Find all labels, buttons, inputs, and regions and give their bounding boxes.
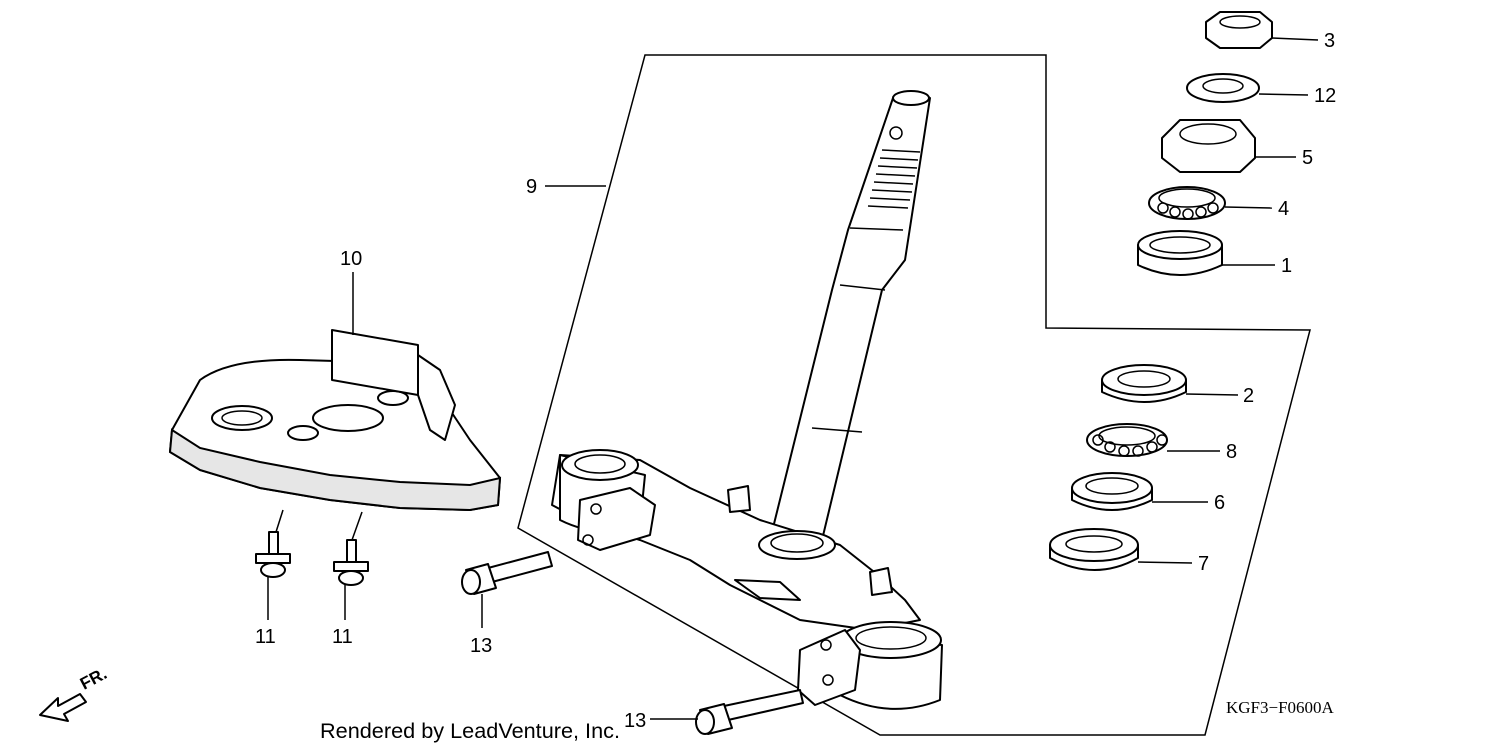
- front-direction-indicator: FR.: [39, 664, 110, 722]
- direction-label: FR.: [77, 664, 110, 694]
- pinch-bolt-upper[interactable]: [461, 551, 553, 595]
- callout-7: 7: [1198, 553, 1209, 575]
- upper-race-part[interactable]: [1137, 230, 1223, 276]
- dust-seal-part[interactable]: [1049, 528, 1139, 571]
- callout-4: 4: [1278, 198, 1289, 220]
- callout-3: 3: [1324, 30, 1335, 52]
- cover-screw-left[interactable]: [255, 531, 291, 578]
- callout-13-upper: 13: [470, 635, 492, 657]
- upper-bearing-part[interactable]: [1148, 186, 1226, 220]
- callout-1: 1: [1281, 255, 1292, 277]
- lock-washer-part[interactable]: [1186, 73, 1260, 103]
- callout-11-left: 11: [255, 626, 276, 648]
- callout-12: 12: [1314, 85, 1336, 107]
- callout-9: 9: [526, 176, 537, 198]
- assembly-frame: [517, 54, 1311, 736]
- callout-13-lower: 13: [624, 710, 646, 732]
- lower-outer-race-part[interactable]: [1101, 364, 1187, 403]
- callout-6: 6: [1214, 492, 1225, 514]
- callout-5: 5: [1302, 147, 1313, 169]
- adjusting-nut-part[interactable]: [1161, 119, 1256, 173]
- steering-stem-part[interactable]: [551, 90, 943, 710]
- lower-inner-race-part[interactable]: [1071, 472, 1153, 511]
- cover-screw-right[interactable]: [333, 539, 369, 586]
- lock-nut-part[interactable]: [1205, 11, 1273, 49]
- leader-lines: [267, 37, 1319, 720]
- callout-2: 2: [1243, 385, 1254, 407]
- render-credit: Rendered by LeadVenture, Inc.: [320, 720, 620, 743]
- lower-bearing-part[interactable]: [1086, 423, 1168, 457]
- direction-arrow-icon: [39, 693, 87, 722]
- callout-8: 8: [1226, 441, 1237, 463]
- callout-10: 10: [340, 248, 362, 270]
- pinch-bolt-lower[interactable]: [695, 689, 804, 735]
- diagram-code: KGF3−F0600A: [1226, 698, 1335, 717]
- callout-11-right: 11: [332, 626, 353, 648]
- steering-cover-part[interactable]: [168, 329, 502, 512]
